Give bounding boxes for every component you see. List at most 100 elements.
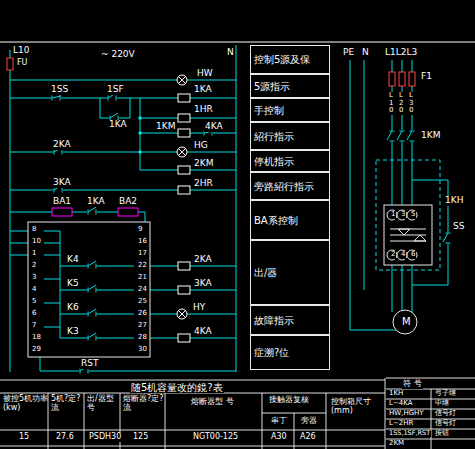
- pin-number: 3: [31, 274, 37, 282]
- circuit-label: 1KM: [420, 131, 441, 141]
- pin-number: 28: [137, 334, 148, 342]
- circuit-label: 串丁: [270, 417, 288, 426]
- circuit-label: 熔断器型 号: [190, 398, 258, 407]
- circuit-label: HG: [193, 141, 209, 151]
- circuit-label: K6: [66, 303, 80, 313]
- circuit-label: 2KM: [193, 159, 214, 169]
- circuit-label: L~4KA: [388, 400, 413, 408]
- circuit-label: 125: [132, 433, 149, 442]
- description-text: 故障指示: [254, 315, 294, 326]
- circuit-label: 15: [18, 433, 30, 442]
- circuit-label: A26: [299, 433, 317, 442]
- pin-number: 29: [31, 346, 42, 354]
- circuit-label: HW,HGHY: [388, 410, 425, 418]
- circuit-label: PSDH30: [88, 433, 122, 442]
- description-text: 出/器: [254, 267, 277, 278]
- description-cell: 症溯?位: [250, 335, 330, 370]
- pin-number: 27: [137, 322, 148, 330]
- circuit-label: 熔断器?定?流: [122, 395, 166, 413]
- circuit-label: N: [226, 48, 235, 58]
- pin-number: 24: [137, 286, 148, 294]
- circuit-label: K5: [66, 279, 80, 289]
- description-text: 5源指示: [254, 81, 290, 92]
- circuit-label: 5机?定?流: [50, 395, 85, 413]
- pin-number: 10: [31, 238, 42, 246]
- description-text: 旁路紹行指示: [254, 181, 314, 192]
- circuit-label: ~ 220V: [100, 50, 136, 60]
- circuit-label: 按钮: [434, 430, 450, 438]
- pin-number: 1: [31, 250, 37, 258]
- description-cell: 故障指示: [250, 305, 330, 335]
- circuit-label: 2: [390, 251, 396, 259]
- description-cell: 出/器: [250, 240, 330, 305]
- circuit-label: 被控5机功率(kw): [2, 395, 50, 413]
- circuit-label: 4KA: [204, 122, 224, 132]
- pin-number: 5: [31, 298, 37, 306]
- circuit-label: 1HR: [193, 105, 214, 115]
- circuit-label: SS: [452, 222, 465, 232]
- circuit-label: 1KA: [193, 85, 213, 95]
- pin-number: 2: [31, 262, 37, 270]
- circuit-label: L20: [399, 92, 406, 115]
- circuit-label: L~2HR: [388, 420, 414, 428]
- circuit-label: L10: [12, 46, 30, 56]
- circuit-label: 1SF: [106, 85, 125, 95]
- description-text: BA系控制: [254, 215, 298, 226]
- circuit-label: RST: [80, 359, 99, 369]
- pin-number: 16: [137, 238, 148, 246]
- circuit-label: N: [361, 48, 370, 58]
- circuit-label: K4: [66, 255, 80, 265]
- circuit-label: FU: [16, 59, 28, 68]
- description-text: 紹行指示: [254, 131, 294, 142]
- circuit-label: 信号灯: [434, 410, 457, 418]
- description-cell: 紹行指示: [250, 122, 330, 150]
- pin-number: 26: [137, 310, 148, 318]
- circuit-label: HW: [196, 69, 214, 79]
- circuit-label: 中继: [434, 400, 450, 408]
- circuit-label: 5: [410, 211, 416, 219]
- pin-number: 9: [137, 226, 143, 234]
- pin-number: 4: [31, 286, 37, 294]
- circuit-label: 信号灯: [434, 420, 457, 428]
- circuit-label: 符 号: [402, 380, 423, 389]
- description-cell: 控制5源及保: [250, 45, 330, 74]
- circuit-label: 1KM: [155, 122, 176, 132]
- pin-number: 17: [137, 250, 148, 258]
- description-cell: 5源指示: [250, 74, 330, 98]
- table-title: 随5机容量改的鏡?表: [130, 382, 224, 393]
- circuit-label: NGT00-125: [192, 433, 239, 442]
- circuit-label: 2KA: [193, 255, 213, 265]
- circuit-label: PE: [342, 48, 355, 58]
- circuit-label: 3KA: [193, 279, 213, 289]
- circuit-label: L30: [409, 92, 416, 115]
- circuit-label: A30: [270, 433, 288, 442]
- description-text: 手控制: [254, 105, 284, 116]
- circuit-label: 弓子继: [434, 390, 457, 398]
- circuit-label: L1L2L3: [384, 48, 418, 58]
- pin-number: 21: [137, 274, 148, 282]
- description-cell: 手控制: [250, 98, 330, 122]
- description-cell: 旁路紹行指示: [250, 172, 330, 200]
- description-text: 症溯?位: [254, 347, 289, 358]
- circuit-label: 6: [410, 251, 416, 259]
- circuit-label: L10: [389, 92, 396, 115]
- pin-number: 22: [137, 262, 148, 270]
- circuit-label: 2KM: [388, 440, 405, 448]
- circuit-label: 1KA: [108, 120, 128, 130]
- circuit-label: F1: [420, 72, 433, 82]
- circuit-label: 2HR: [193, 179, 214, 189]
- circuit-label: 旁器: [300, 417, 318, 426]
- pin-number: 8: [31, 226, 37, 234]
- pin-number: 7: [31, 322, 37, 330]
- circuit-label: M: [401, 316, 412, 327]
- circuit-label: 4KA: [193, 327, 213, 337]
- circuit-label: 接触器复核: [268, 396, 310, 405]
- circuit-label: HY: [192, 303, 206, 313]
- circuit-label: 控制箱尺寸(mm): [330, 398, 386, 416]
- circuit-label: BA1: [52, 197, 72, 207]
- description-text: 停机指示: [254, 156, 294, 167]
- circuit-label: 1KA: [86, 197, 106, 207]
- circuit-label: 27.6: [55, 433, 75, 442]
- circuit-label: 3: [400, 211, 406, 219]
- circuit-label: 3KA: [52, 178, 72, 188]
